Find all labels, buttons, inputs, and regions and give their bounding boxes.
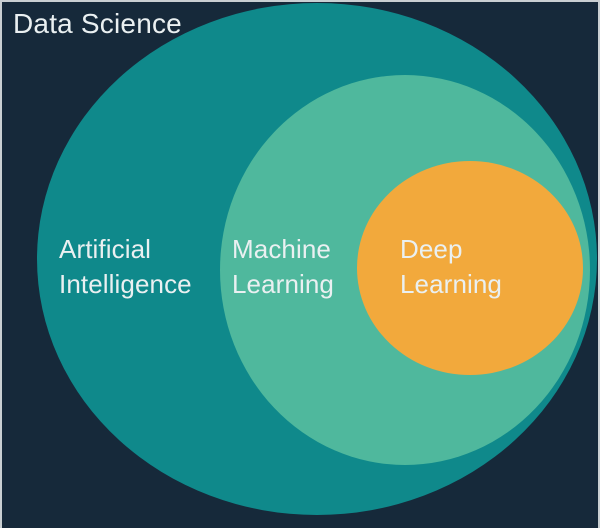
diagram-title: Data Science	[13, 8, 182, 39]
label-line-1: Machine	[232, 234, 331, 264]
label-line-2: Learning	[400, 269, 502, 299]
label-artificial-intelligence: Artificial Intelligence	[59, 232, 192, 302]
label-line-2: Learning	[232, 269, 334, 299]
label-deep-learning: Deep Learning	[400, 232, 502, 302]
circle-deep-learning	[357, 161, 583, 375]
label-line-2: Intelligence	[59, 269, 192, 299]
label-machine-learning: Machine Learning	[232, 232, 334, 302]
label-line-1: Artificial	[59, 234, 152, 264]
label-line-1: Deep	[400, 234, 463, 264]
